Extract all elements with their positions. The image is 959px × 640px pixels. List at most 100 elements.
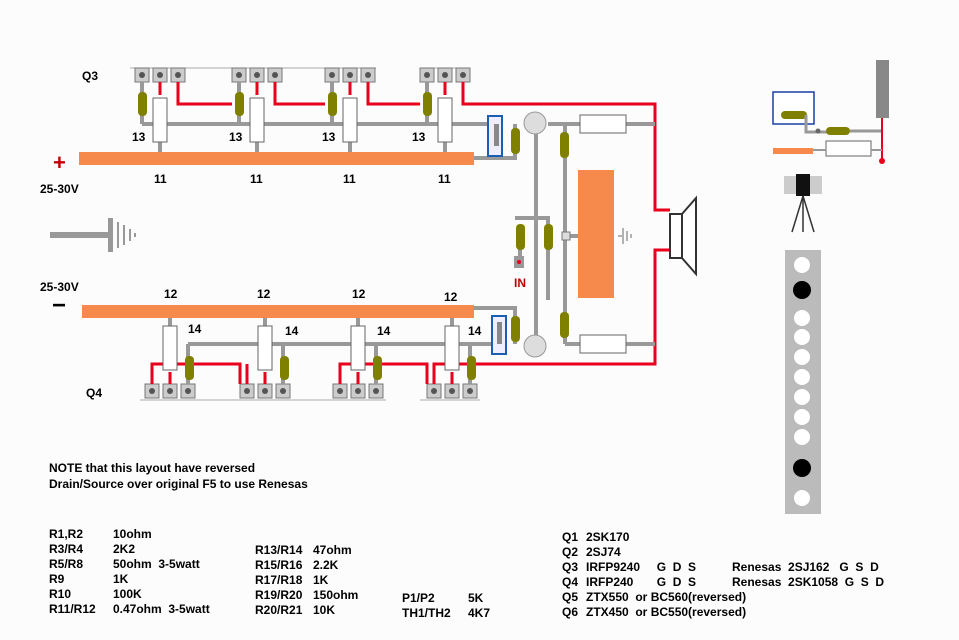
q3-label: Q3 (82, 69, 99, 83)
bom-ref: R15/R16 (255, 558, 303, 572)
positive-rail (79, 152, 474, 165)
q4-red-traces (150, 248, 670, 384)
bom-ref: R1,R2 (49, 527, 84, 541)
bom-value: 50ohm 3-5watt (113, 557, 200, 571)
bias-detail (772, 60, 889, 164)
bom-row: R1,R2 10ohm (49, 527, 210, 542)
output-heatsink-block (578, 170, 614, 298)
to92-transistor (784, 174, 822, 233)
q2-jfet (523, 334, 547, 358)
bom-ref: R10 (49, 587, 72, 601)
r-front-2 (511, 316, 520, 342)
bom-row: Q5 ZTX550 or BC560(reversed) (562, 590, 884, 605)
r8-power-resistor (579, 334, 627, 354)
bom-row: R10 100K (49, 587, 210, 602)
r13-label: 13 (322, 130, 336, 144)
bom-value: ZTX450 or BC550(reversed) (586, 605, 747, 619)
r14-label: 14 (377, 324, 391, 338)
bom-row: Q2 2SJ74 (562, 545, 884, 560)
r11-label: 11 (343, 172, 356, 186)
plus-sign: + (53, 150, 66, 175)
bom-value: 0.47ohm 3-5watt (113, 602, 210, 616)
r-front-1 (511, 128, 520, 154)
supply-positive-label: 25-30V (40, 182, 79, 196)
bom-value: 2SK170 (586, 530, 630, 544)
bom-ref: Q2 (562, 545, 579, 559)
bom-value: 5K (468, 591, 484, 605)
r14-label: 14 (285, 324, 299, 338)
r12-label: 12 (444, 290, 458, 304)
bom-row: R11/R12 0.47ohm 3-5watt (49, 602, 210, 617)
bom-row: P1/P2 5K (402, 591, 490, 606)
heatsink-strip (785, 250, 821, 514)
r-front-5 (544, 224, 553, 250)
bom-ref: R9 (49, 572, 65, 586)
bom-value: IRFP240 G D S (586, 575, 697, 589)
r-front-6 (516, 224, 525, 250)
bom-ref: P1/P2 (402, 591, 435, 605)
bom-row: R3/R4 2K2 (49, 542, 210, 557)
bom-ref: R11/R12 (49, 602, 96, 616)
r-front-3 (560, 132, 569, 158)
bom-value: 2.2K (313, 558, 339, 572)
r12-label: 12 (257, 287, 271, 301)
r12-label: 12 (164, 287, 178, 301)
bom-value: IRFP9240 G D S (586, 560, 697, 574)
bom-row: R5/R8 50ohm 3-5watt (49, 557, 210, 572)
bom-ref: R3/R4 (49, 542, 84, 556)
bom-ref: Q4 (562, 575, 579, 589)
bom-value: 4K7 (468, 606, 491, 620)
r11-label: 11 (438, 172, 451, 186)
bom-value: 2K2 (113, 542, 136, 556)
ground-symbol (50, 218, 136, 252)
bom-row: R9 1K (49, 572, 210, 587)
bom-pots-col3: P1/P2 5K TH1/TH2 4K7 (402, 591, 490, 621)
bom-row: R19/R20 150ohm (255, 588, 358, 603)
bom-value: 1K (113, 572, 129, 586)
bom-value: 47ohm (313, 543, 352, 557)
bom-ref: Q5 (562, 590, 579, 604)
negative-rail (82, 305, 474, 318)
minus-sign: − (52, 292, 67, 319)
bom-ref: Q6 (562, 605, 579, 619)
bom-value: 10ohm (113, 527, 152, 541)
r13-label: 13 (412, 130, 426, 144)
front-end-wiring (474, 122, 655, 346)
bom-ref: Q1 (562, 530, 579, 544)
r14-label: 14 (188, 322, 202, 336)
bom-row: Q6 ZTX450 or BC550(reversed) (562, 605, 884, 620)
q4-label: Q4 (86, 386, 103, 400)
bom-row: R20/R21 10K (255, 603, 358, 618)
bom-ref: R19/R20 (255, 588, 303, 602)
bom-row: TH1/TH2 4K7 (402, 606, 490, 621)
bom-ref: TH1/TH2 (402, 606, 451, 620)
q3-resistors (138, 92, 453, 143)
bom-ref: R17/R18 (255, 573, 303, 587)
r-front-4 (560, 312, 569, 338)
r12-label: 12 (352, 287, 366, 301)
bom-value: ZTX550 or BC560(reversed) (586, 590, 747, 604)
r13-label: 13 (229, 130, 243, 144)
bom-value: 10K (313, 603, 336, 617)
q1-jfet (523, 111, 547, 135)
bom-value: 2SJ74 (586, 545, 621, 559)
bom-ref: R20/R21 (255, 603, 303, 617)
bom-value: 1K (313, 573, 329, 587)
layout-note: NOTE that this layout have reversed Drai… (49, 461, 308, 491)
bom-value: 150ohm (313, 588, 359, 602)
bom-value: 100K (113, 587, 142, 601)
q4-resistors (162, 325, 476, 380)
bom-ref: R5/R8 (49, 557, 84, 571)
bom-row: R17/R18 1K (255, 573, 358, 588)
r11-label: 11 (154, 172, 167, 186)
r11-label: 11 (250, 172, 263, 186)
q3-red-traces (158, 82, 670, 212)
r14-label: 14 (468, 324, 482, 338)
r5-power-resistor (579, 114, 627, 134)
q3-transistor-bank (130, 67, 471, 83)
bom-ref: Q3 (562, 560, 579, 574)
